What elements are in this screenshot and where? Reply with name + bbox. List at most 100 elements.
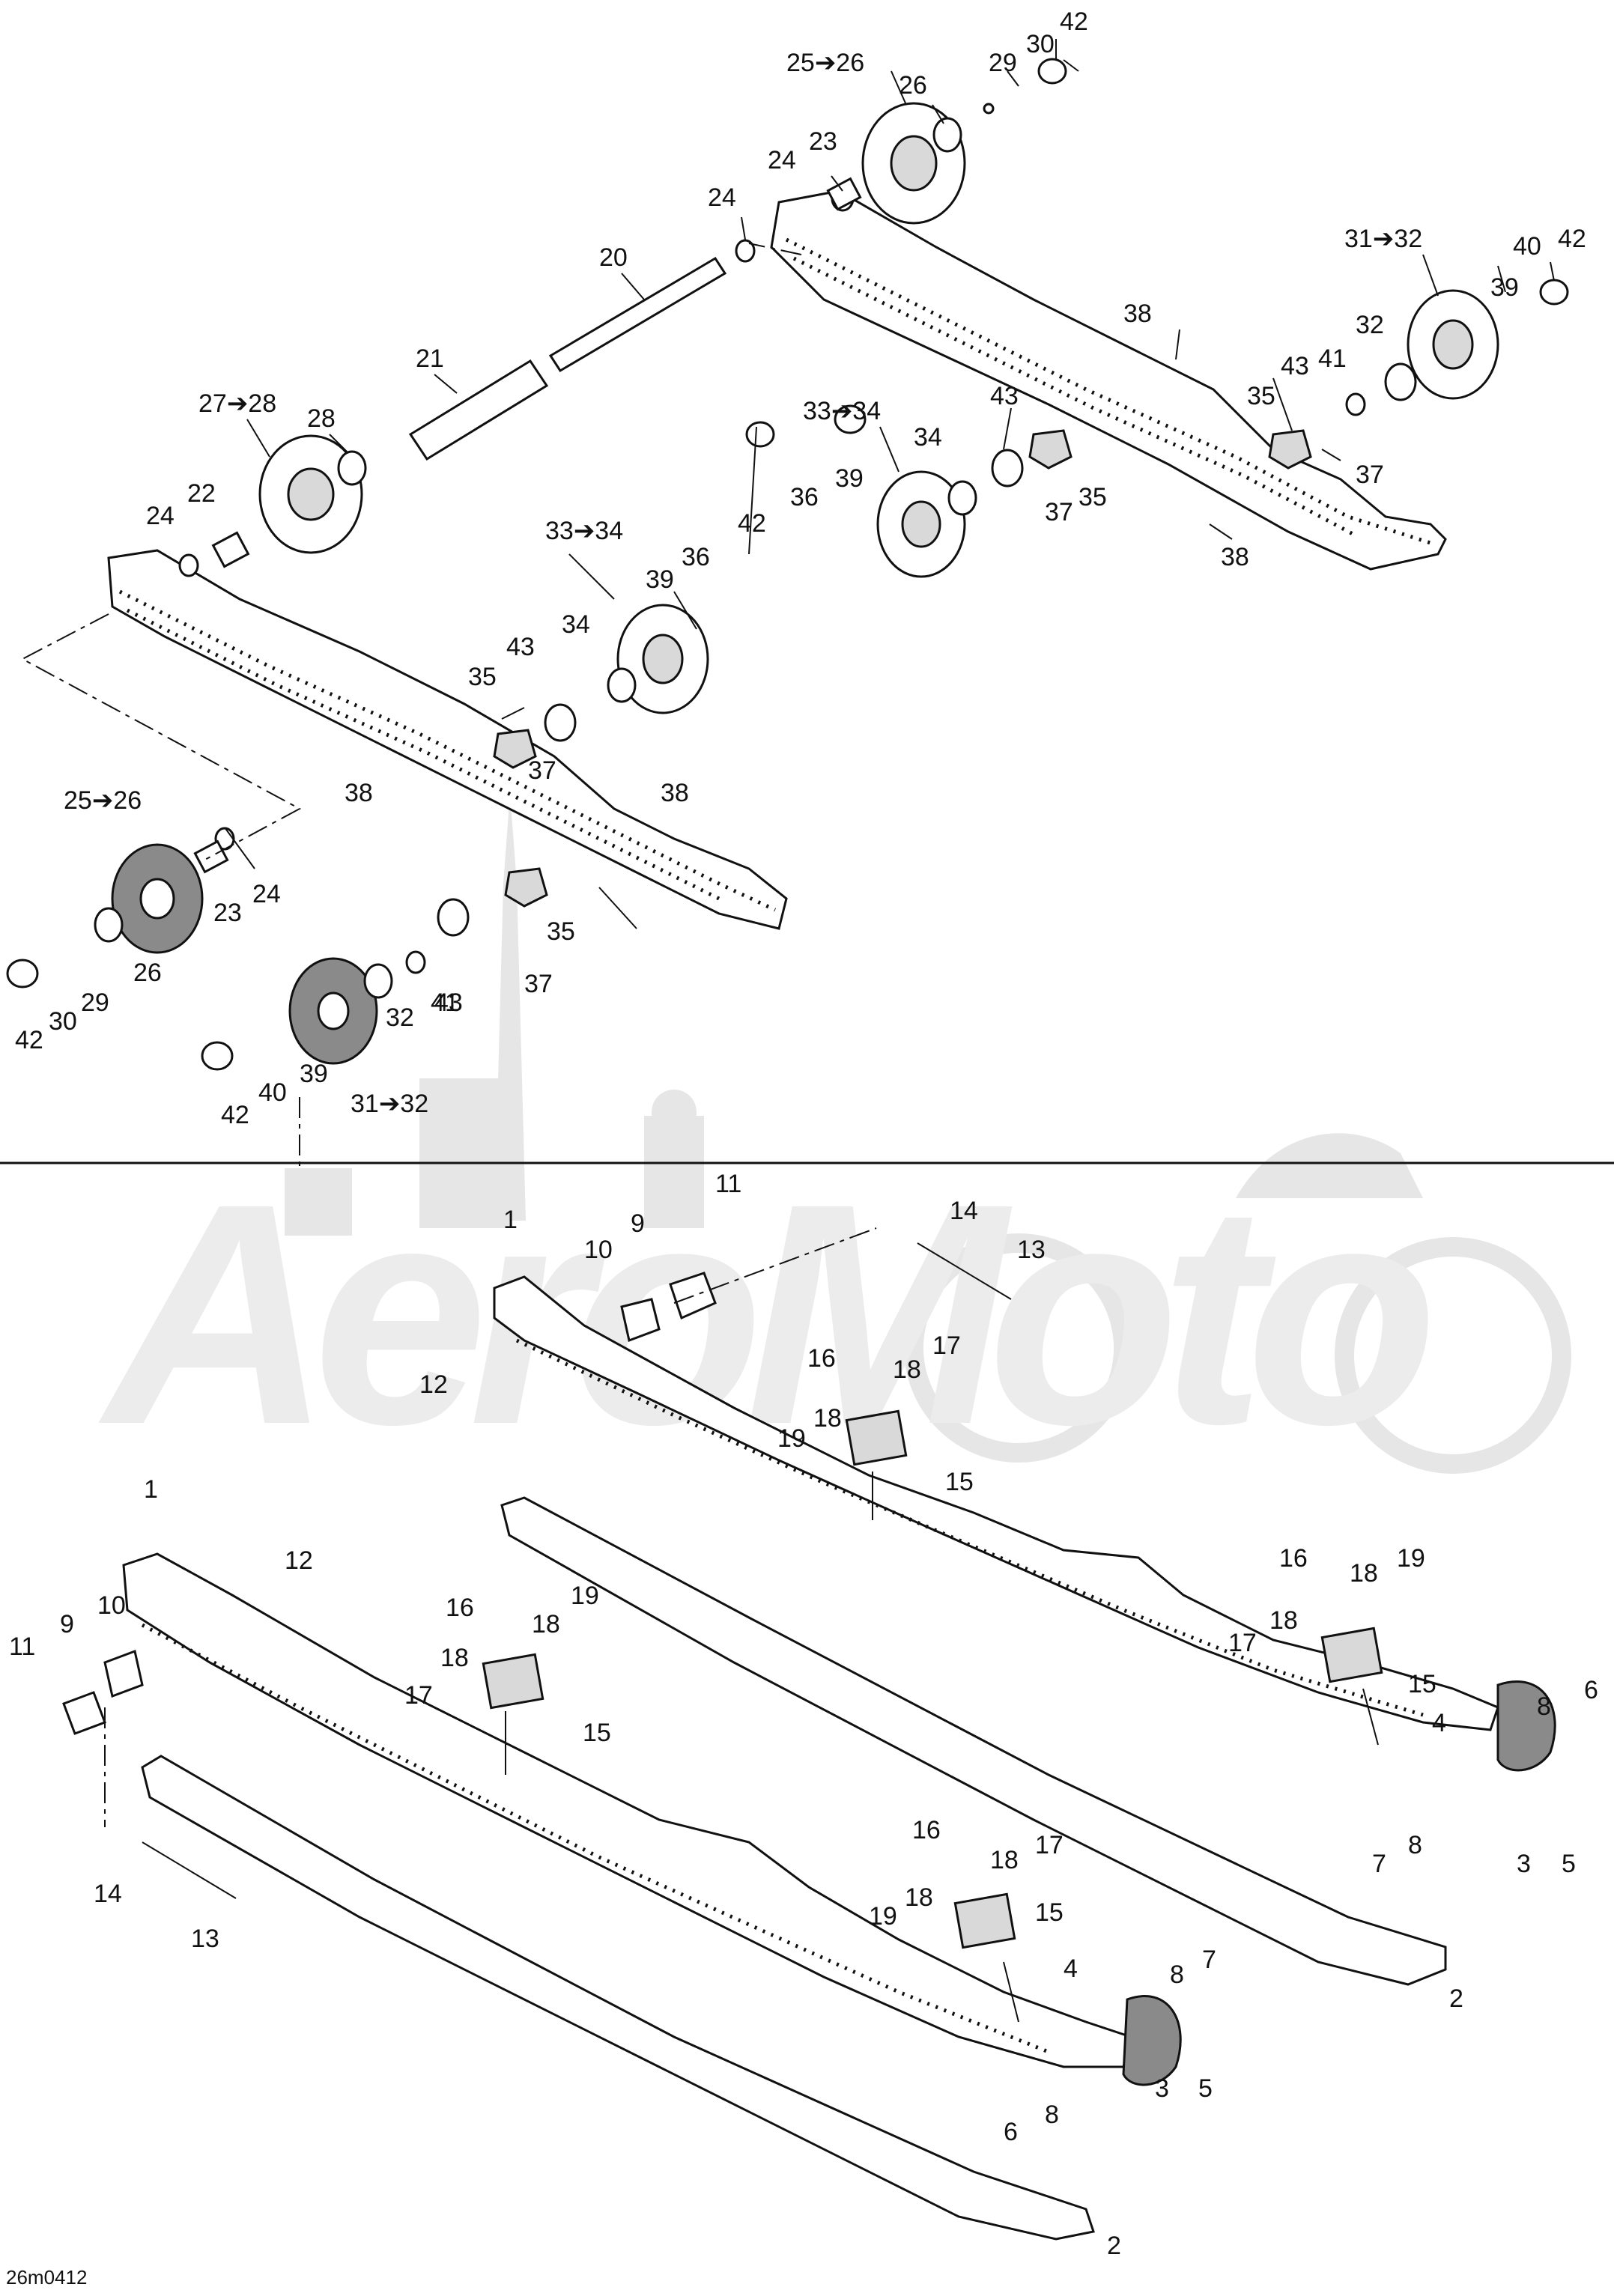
watermark-graphic: AeroMoto <box>95 794 1571 1490</box>
callout-label: 15 <box>1035 1898 1064 1927</box>
callout-label: 4 <box>1432 1709 1446 1737</box>
callout-label: 9 <box>631 1209 645 1238</box>
callout-label: 11 <box>9 1633 35 1661</box>
callout-label: 24 <box>708 183 736 212</box>
callout-label: 39 <box>835 464 864 493</box>
callout-label: 30 <box>1026 30 1055 58</box>
callout-label: 3 <box>1155 2074 1169 2103</box>
callout-label: 41 <box>1318 344 1347 373</box>
callout-label: 19 <box>777 1424 806 1453</box>
callout-label: 29 <box>81 988 109 1017</box>
callout-label: 43 <box>1281 352 1309 380</box>
callout-label: 1 <box>503 1206 518 1234</box>
callout-label: 18 <box>440 1644 469 1672</box>
callout-label: 15 <box>583 1719 611 1747</box>
callout-label: 42 <box>15 1026 43 1054</box>
callout-label: 18 <box>990 1846 1019 1874</box>
callout-label: 22 <box>187 479 216 508</box>
callout-label: 42 <box>1060 7 1088 36</box>
callout-label: 35 <box>468 663 497 691</box>
callout-label: 25➔26 <box>64 786 142 815</box>
callout-label: 2 <box>1107 2232 1121 2260</box>
callout-label: 4 <box>1064 1955 1078 1983</box>
lower-slide-assembly <box>62 1227 1556 2241</box>
callout-label: 13 <box>191 1925 219 1953</box>
leader-lines <box>224 39 1555 929</box>
callout-label: 23 <box>213 899 242 927</box>
callout-label: 9 <box>60 1610 74 1639</box>
callout-label: 40 <box>258 1078 287 1107</box>
callout-label: 38 <box>661 779 689 807</box>
callout-label: 17 <box>404 1681 433 1710</box>
callout-label: 32 <box>386 1003 414 1032</box>
callout-label: 6 <box>1004 2118 1018 2146</box>
callout-label: 33➔34 <box>803 397 881 425</box>
callout-label: 26 <box>133 959 162 987</box>
callout-label: 37 <box>524 970 553 998</box>
callout-label: 17 <box>1035 1831 1064 1859</box>
callout-label: 34 <box>562 610 590 639</box>
callout-label: 31➔32 <box>1344 225 1422 253</box>
callout-label: 35 <box>1247 382 1275 410</box>
callout-label: 16 <box>912 1816 941 1844</box>
callout-label: 3 <box>1517 1850 1531 1878</box>
callout-label: 39 <box>1490 273 1519 302</box>
callout-label: 10 <box>584 1236 613 1264</box>
callout-label: 24 <box>768 146 796 174</box>
callout-label: 35 <box>547 917 575 946</box>
callout-label: 37 <box>1045 498 1073 526</box>
callout-label: 6 <box>1584 1676 1598 1704</box>
callout-label: 5 <box>1562 1850 1576 1878</box>
callout-label: 24 <box>252 880 281 908</box>
callout-label: 7 <box>1202 1946 1216 1974</box>
callout-label: 43 <box>990 382 1019 410</box>
callout-label: 12 <box>419 1370 448 1399</box>
callout-label: 43 <box>506 633 535 661</box>
callout-label: 39 <box>300 1060 328 1088</box>
callout-label: 32 <box>1356 311 1384 339</box>
callout-label: 5 <box>1198 2074 1213 2103</box>
callout-label: 42 <box>738 509 766 538</box>
callout-label: 40 <box>1513 232 1541 261</box>
callout-label: 26 <box>899 71 927 100</box>
callout-label: 25➔26 <box>786 49 864 77</box>
upper-idler-assembly <box>6 58 1569 1168</box>
callout-label: 17 <box>1228 1629 1257 1657</box>
callout-label: 18 <box>1269 1606 1298 1635</box>
callout-label: 27➔28 <box>198 389 276 418</box>
callout-label: 8 <box>1537 1692 1551 1721</box>
callout-label: 34 <box>914 423 942 452</box>
callout-label: 43 <box>434 988 463 1017</box>
callout-label: 13 <box>1017 1236 1046 1264</box>
callout-label: 20 <box>599 243 628 272</box>
callout-label: 37 <box>1356 461 1384 489</box>
callout-label: 18 <box>813 1404 842 1433</box>
callout-label: 33➔34 <box>545 517 623 545</box>
callout-label: 14 <box>94 1880 122 1908</box>
callout-label: 42 <box>221 1101 249 1129</box>
callout-label: 19 <box>571 1582 599 1610</box>
callout-label: 39 <box>646 565 674 594</box>
callout-label: 35 <box>1078 483 1107 511</box>
callout-label: 36 <box>682 543 710 571</box>
callout-label: 18 <box>905 1883 933 1912</box>
callout-label: 1 <box>144 1475 158 1504</box>
callout-label: 2 <box>1449 1984 1463 2013</box>
callout-label: 12 <box>285 1546 313 1575</box>
callout-label: 8 <box>1170 1961 1184 1989</box>
callout-label: 16 <box>1279 1544 1308 1573</box>
callout-label: 29 <box>989 49 1017 77</box>
callout-label: 24 <box>146 502 175 530</box>
callout-label: 7 <box>1372 1850 1386 1878</box>
callout-label: 8 <box>1408 1831 1422 1859</box>
callout-label: 17 <box>932 1331 961 1360</box>
callout-label: 19 <box>869 1902 897 1931</box>
callout-label: 18 <box>1350 1559 1378 1588</box>
callout-label: 16 <box>807 1344 836 1373</box>
callout-label: 18 <box>893 1355 921 1384</box>
callout-label: 38 <box>345 779 373 807</box>
callout-label: 15 <box>1408 1670 1436 1698</box>
callout-label: 8 <box>1045 2101 1059 2129</box>
callout-label: 38 <box>1221 543 1249 571</box>
